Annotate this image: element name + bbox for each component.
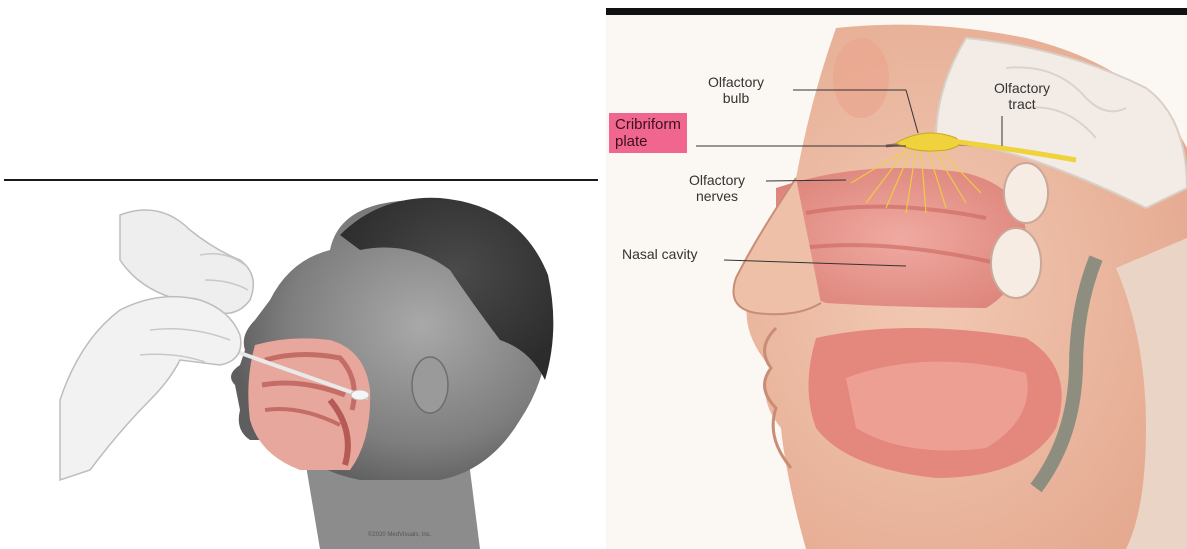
olfactory-tract-label: Olfactory tract bbox=[994, 80, 1050, 112]
olfactory-bulb-label: Olfactory bulb bbox=[708, 74, 764, 106]
head-cross-section-drawing bbox=[606, 8, 1187, 549]
copyright-text: ©2020 MedVisuals, Inc. bbox=[368, 532, 431, 538]
nasal-swab-illustration: ©2020 MedVisuals, Inc. bbox=[0, 0, 600, 549]
lower-glove bbox=[60, 297, 241, 480]
nasal-swab-drawing bbox=[0, 0, 600, 549]
nasal-cavity-label: Nasal cavity bbox=[622, 246, 697, 262]
cribriform-plate-label: Cribriform plate bbox=[609, 113, 687, 153]
swab-tip bbox=[351, 390, 369, 400]
olfactory-anatomy-illustration: Cribriform plate Olfactory bulb Olfactor… bbox=[606, 8, 1187, 549]
ear-shape bbox=[412, 357, 448, 413]
olfactory-nerves-label: Olfactory nerves bbox=[689, 172, 745, 204]
